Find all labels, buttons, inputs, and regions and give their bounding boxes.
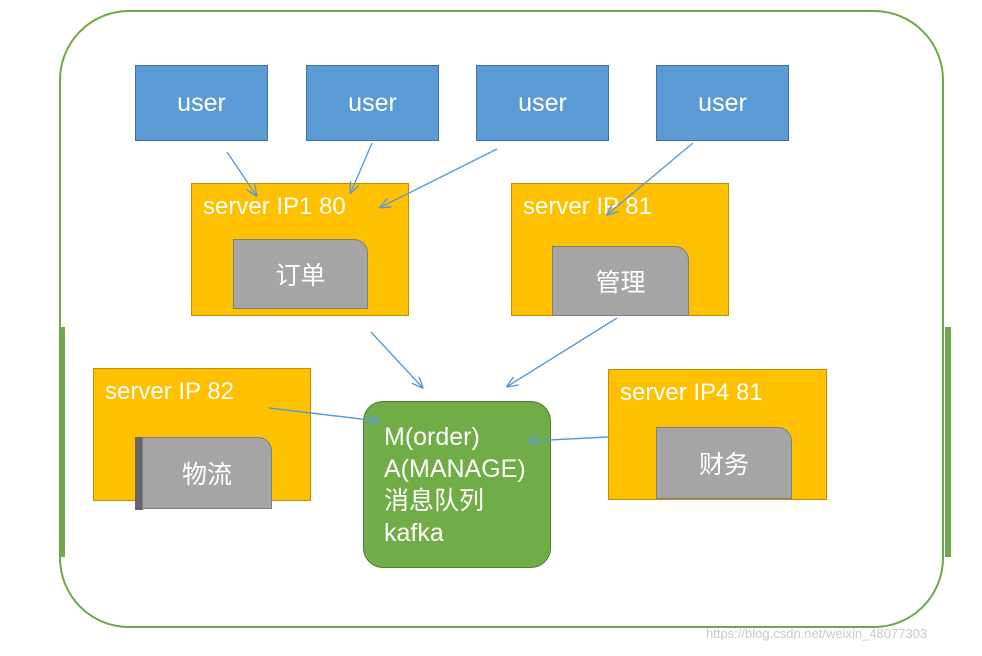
- server-ip1: server IP1 80 订单: [191, 183, 409, 316]
- user-node-3: user: [476, 65, 609, 141]
- module-label: 物流: [181, 460, 232, 489]
- user-label: user: [518, 88, 567, 117]
- frame-right-accent: [945, 327, 951, 557]
- user-label: user: [348, 88, 397, 117]
- module-shadow: [135, 437, 143, 510]
- arrow-user4-to-server2: [608, 142, 694, 214]
- user-node-2: user: [306, 65, 439, 141]
- user-node-1: user: [135, 65, 268, 141]
- mq-line-order: M(order): [384, 423, 480, 451]
- arrow-user1-to-server1: [226, 151, 256, 195]
- server-ip2: server IP 81 管理: [511, 183, 729, 316]
- module-manage: 管理: [552, 246, 689, 316]
- server-ip4: server IP4 81 财务: [608, 369, 827, 500]
- arrow-user3-to-server1: [381, 148, 498, 207]
- watermark-text: https://blog.csdn.net/weixin_48077303: [706, 626, 928, 641]
- mq-line-queue: 消息队列: [384, 486, 485, 515]
- user-node-4: user: [656, 65, 789, 141]
- module-label: 管理: [595, 268, 646, 297]
- module-order: 订单: [233, 239, 368, 309]
- module-label: 财务: [698, 450, 749, 479]
- message-queue-node: M(order) A(MANAGE) 消息队列 kafka: [363, 401, 551, 568]
- user-label: user: [698, 88, 747, 117]
- outer-frame: [59, 10, 944, 628]
- server-label: server IP4 81: [620, 379, 763, 406]
- frame-left-accent: [59, 327, 65, 557]
- module-label: 订单: [275, 261, 326, 290]
- arrow-user2-to-server1: [351, 142, 373, 192]
- server-label: server IP 81: [523, 193, 652, 220]
- server-label: server IP 82: [105, 378, 234, 405]
- server-ip3: server IP 82 物流: [93, 368, 311, 510]
- module-logistics: 物流: [142, 437, 272, 509]
- arrow-server4-to-queue: [529, 437, 609, 441]
- mq-line-kafka: kafka: [384, 519, 444, 547]
- server-label: server IP1 80: [203, 193, 346, 220]
- module-finance: 财务: [656, 427, 792, 499]
- arrow-server2-to-queue: [508, 317, 618, 386]
- mq-line-manage: A(MANAGE): [384, 455, 526, 483]
- arrow-server3-to-queue: [268, 407, 378, 421]
- user-label: user: [177, 88, 226, 117]
- arrow-server1-to-queue: [370, 331, 422, 387]
